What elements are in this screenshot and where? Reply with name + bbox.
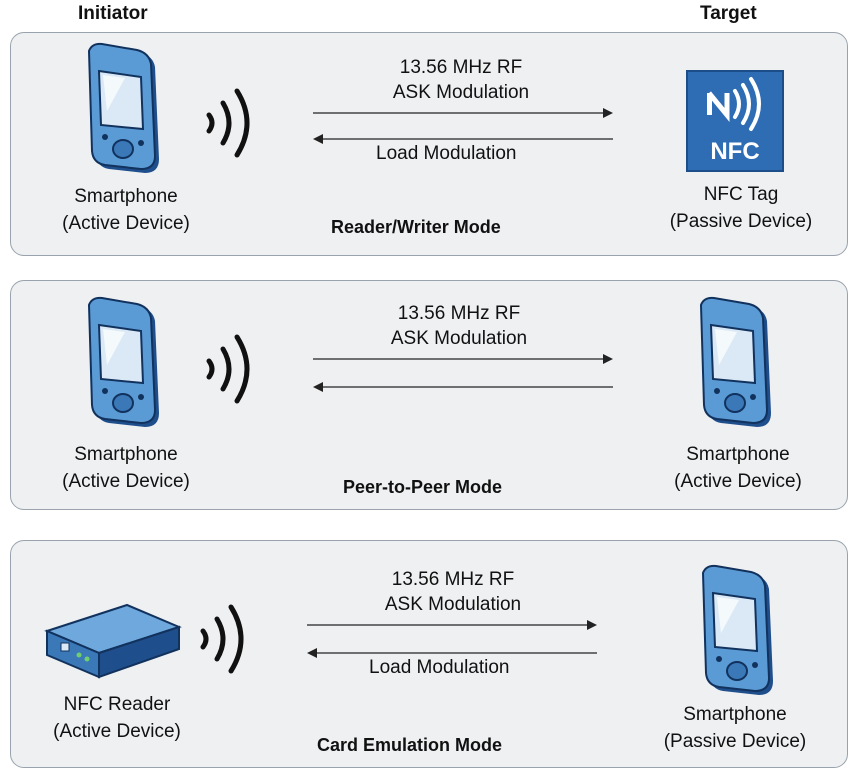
signal-modulation: ASK Modulation: [384, 594, 522, 615]
signal-label: 13.56 MHz RF ASK Modulation: [363, 567, 543, 617]
mode-title: Card Emulation Mode: [317, 735, 503, 755]
signal-label: 13.56 MHz RF ASK Modulation: [369, 301, 549, 351]
return-arrow: [313, 382, 613, 392]
initiator-header: Initiator: [78, 3, 148, 24]
initiator-role: (Active Device): [62, 213, 190, 234]
initiator-label: NFC Reader (Active Device): [27, 691, 207, 745]
target-role: (Passive Device): [663, 731, 807, 752]
signal-frequency: 13.56 MHz RF: [399, 57, 523, 78]
peer-to-peer-panel: Smartphone (Active Device) 13.56 MHz RF …: [10, 280, 848, 510]
initiator-name: Smartphone: [74, 444, 178, 465]
forward-arrow: [313, 354, 613, 364]
nfc-badge-text: NFC: [710, 138, 759, 165]
mode-title: Reader/Writer Mode: [331, 217, 501, 237]
return-signal-label: Load Modulation: [369, 657, 510, 678]
wireless-signal-icon: [206, 334, 250, 404]
signal-modulation: ASK Modulation: [392, 82, 530, 103]
target-label: Smartphone (Passive Device): [645, 701, 825, 755]
smartphone-icon: [87, 42, 159, 173]
signal-frequency: 13.56 MHz RF: [391, 569, 515, 590]
forward-arrow: [313, 108, 613, 118]
forward-arrow: [307, 620, 597, 630]
target-label: NFC Tag (Passive Device): [651, 181, 831, 235]
smartphone-icon: [699, 296, 771, 427]
target-label: Smartphone (Active Device): [653, 441, 823, 495]
initiator-label: Smartphone (Active Device): [41, 441, 211, 495]
return-arrow: [313, 134, 613, 144]
initiator-name: NFC Reader: [63, 694, 171, 715]
nfc-reader-icon: [44, 603, 182, 679]
signal-modulation: ASK Modulation: [390, 328, 528, 349]
return-signal-label: Load Modulation: [376, 143, 517, 164]
smartphone-icon: [701, 564, 773, 695]
target-header: Target: [700, 3, 757, 24]
signal-label: 13.56 MHz RF ASK Modulation: [371, 55, 551, 105]
initiator-role: (Active Device): [62, 471, 190, 492]
wireless-signal-icon: [206, 88, 250, 158]
initiator-name: Smartphone: [74, 186, 178, 207]
initiator-role: (Active Device): [53, 721, 181, 742]
target-role: (Passive Device): [669, 211, 813, 232]
signal-frequency: 13.56 MHz RF: [397, 303, 521, 324]
reader-writer-panel: Smartphone (Active Device) 13.56 MHz RF …: [10, 32, 848, 256]
initiator-label: Smartphone (Active Device): [41, 183, 211, 237]
target-role: (Active Device): [674, 471, 802, 492]
wireless-signal-icon: [200, 604, 244, 674]
target-name: Smartphone: [686, 444, 790, 465]
mode-title: Peer-to-Peer Mode: [343, 477, 503, 497]
nfc-tag-icon: NFC: [686, 70, 784, 172]
target-name: NFC Tag: [703, 184, 779, 205]
smartphone-icon: [87, 296, 159, 427]
card-emulation-panel: NFC Reader (Active Device) 13.56 MHz RF …: [10, 540, 848, 768]
return-arrow: [307, 648, 597, 658]
target-name: Smartphone: [683, 704, 787, 725]
